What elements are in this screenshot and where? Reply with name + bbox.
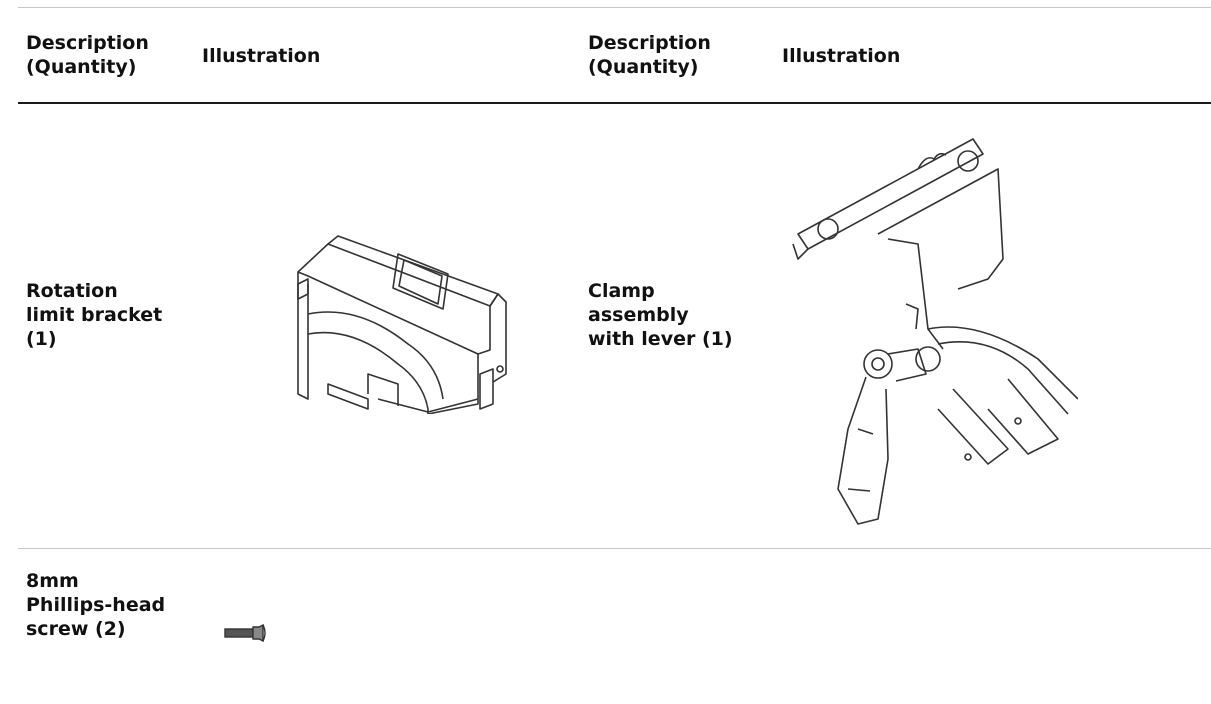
- clamp-assembly-illustration: [778, 129, 1078, 529]
- description-line: limit bracket: [26, 304, 163, 326]
- header-illustration-label: Illustration: [782, 45, 901, 67]
- header-illustration-2: Illustration: [782, 44, 900, 68]
- table-row: Rotation limit bracket (1): [18, 104, 1211, 548]
- header-description-line: Description: [26, 32, 149, 54]
- clamp-assembly-description: Clamp assembly with lever (1): [588, 279, 733, 351]
- header-description-1: Description (Quantity): [26, 31, 149, 79]
- phillips-screw-description: 8mm Phillips-head screw (2): [26, 569, 165, 641]
- description-line: Phillips-head: [26, 594, 166, 616]
- table-header-rule: [18, 102, 1211, 104]
- table-header-row: Description (Quantity) Illustration Desc…: [18, 8, 1211, 102]
- description-line: screw (2): [26, 618, 126, 640]
- rotation-limit-bracket-description: Rotation limit bracket (1): [26, 279, 162, 351]
- header-quantity-line: (Quantity): [588, 56, 699, 78]
- table-top-rule: [18, 7, 1211, 8]
- header-description-2: Description (Quantity): [588, 31, 711, 79]
- rotation-limit-bracket-illustration: [268, 224, 518, 414]
- description-line: (1): [26, 328, 57, 350]
- header-illustration-label: Illustration: [202, 45, 321, 67]
- header-illustration-1: Illustration: [202, 44, 320, 68]
- table-row-rule: [18, 548, 1211, 549]
- description-line: Rotation: [26, 280, 118, 302]
- header-quantity-line: (Quantity): [26, 56, 137, 78]
- header-description-line: Description: [588, 32, 711, 54]
- description-line: assembly: [588, 304, 689, 326]
- phillips-screw-illustration: [223, 619, 283, 649]
- description-line: Clamp: [588, 280, 655, 302]
- description-line: 8mm: [26, 570, 79, 592]
- table-row: 8mm Phillips-head screw (2): [18, 549, 1211, 704]
- description-line: with lever (1): [588, 328, 733, 350]
